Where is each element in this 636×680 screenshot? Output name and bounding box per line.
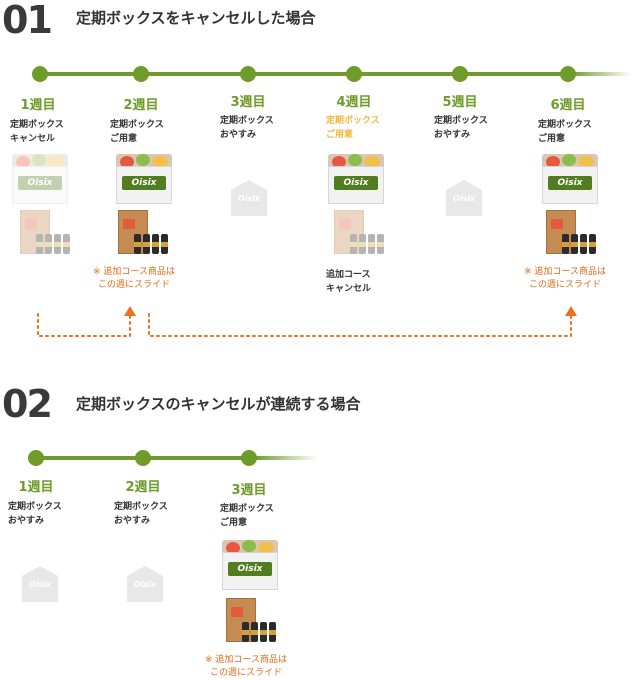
s1-week4-oisix-box: Oisix: [328, 154, 384, 204]
timeline1-dot-2: [133, 66, 149, 82]
s1-week3-skip-placeholder: Oisix: [231, 180, 267, 216]
timeline1-dot-1: [32, 66, 48, 82]
s1-week2-status: 定期ボックスご用意: [110, 120, 164, 144]
s2-week1-label: 1週目: [18, 480, 54, 495]
timeline2-dot-2: [135, 450, 151, 466]
section2-title: 定期ボックスのキャンセルが連続する場合: [76, 395, 361, 413]
timeline1-dot-5: [452, 66, 468, 82]
s2-week2-skip-placeholder: Oisix: [127, 566, 163, 602]
s2-week3-label: 3週目: [231, 483, 267, 498]
s1-week6-label: 6週目: [550, 98, 586, 113]
s1-arrowhead-week2: [124, 306, 136, 316]
s1-week5-label: 5週目: [442, 95, 478, 110]
timeline2-fade: [254, 456, 318, 460]
s2-week3-status: 定期ボックスご用意: [220, 504, 274, 528]
s1-week4-label: 4週目: [336, 95, 372, 110]
s1-week4-note: 追加コースキャンセル: [326, 270, 372, 294]
s1-week5-status: 定期ボックスおやすみ: [434, 116, 488, 140]
s1-week2-label: 2週目: [123, 98, 159, 113]
s1-week4-course-box: [334, 210, 384, 256]
s2-week3-note: ※ 追加コース商品はこの週にスライド: [205, 655, 287, 678]
s1-week2-note: ※ 追加コース商品はこの週にスライド: [93, 267, 175, 290]
s1-connector-week1-to-week2: [37, 313, 131, 337]
s2-week1-skip-placeholder: Oisix: [22, 566, 58, 602]
s1-week5-skip-placeholder: Oisix: [446, 180, 482, 216]
timeline1-dot-3: [240, 66, 256, 82]
s1-week2-course-box: [118, 210, 168, 256]
s2-week3-oisix-box: Oisix: [222, 540, 278, 590]
timeline1-line: [40, 72, 570, 76]
s2-week2-status: 定期ボックスおやすみ: [114, 502, 168, 526]
s1-week6-note: ※ 追加コース商品はこの週にスライド: [524, 267, 606, 290]
s1-week1-status: 定期ボックスキャンセル: [10, 120, 64, 144]
s1-slide-connectors: [37, 306, 577, 337]
s2-week3-course-box: [226, 598, 276, 644]
s1-week6-status: 定期ボックスご用意: [538, 120, 592, 144]
s1-arrowhead-week6: [565, 306, 577, 316]
timeline1-fade: [570, 72, 632, 76]
section2-number: 02: [2, 382, 53, 426]
section1-number: 01: [2, 0, 53, 42]
s1-week3-label: 3週目: [230, 95, 266, 110]
section1-title: 定期ボックスをキャンセルした場合: [76, 9, 316, 27]
s1-week6-oisix-box: Oisix: [542, 154, 598, 204]
s1-week1-oisix-box: Oisix: [12, 154, 68, 204]
timeline1-dot-6: [560, 66, 576, 82]
s1-week1-label: 1週目: [20, 98, 56, 113]
s1-week3-status: 定期ボックスおやすみ: [220, 116, 274, 140]
timeline2-dot-1: [28, 450, 44, 466]
s1-week6-course-box: [546, 210, 596, 256]
s2-week2-label: 2週目: [125, 480, 161, 495]
timeline1-dot-4: [346, 66, 362, 82]
s1-connector-week4-to-week6: [148, 313, 572, 337]
s1-week1-course-box: [20, 210, 70, 256]
s1-week4-status: 定期ボックスご用意: [326, 116, 380, 140]
s2-week1-status: 定期ボックスおやすみ: [8, 502, 62, 526]
s1-week2-oisix-box: Oisix: [116, 154, 172, 204]
timeline2-dot-3: [241, 450, 257, 466]
